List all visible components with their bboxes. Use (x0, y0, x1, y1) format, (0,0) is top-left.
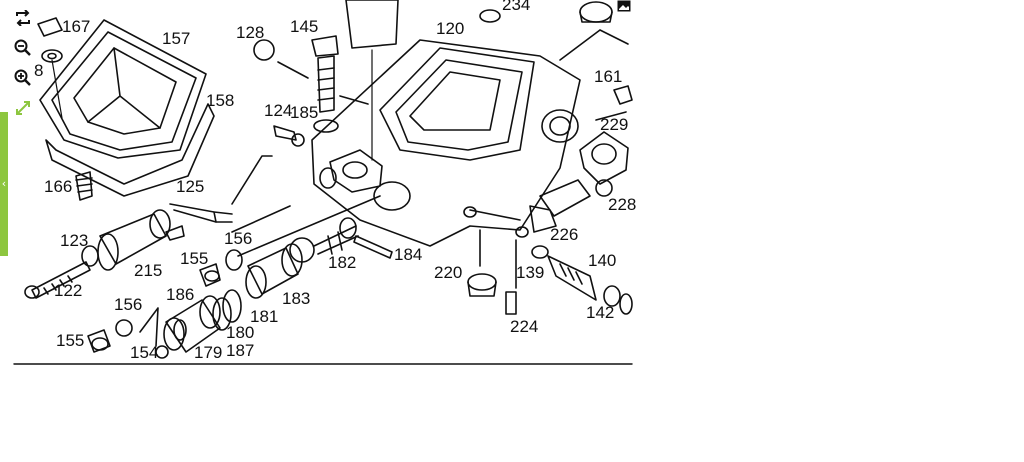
callout-label: 142 (586, 303, 614, 322)
callout-label: 167 (62, 17, 90, 36)
lower-piston-part (87, 289, 242, 359)
callout-label: 161 (594, 67, 622, 86)
callout-label: 128 (236, 23, 264, 42)
callout-label: 155 (180, 249, 208, 268)
callout-label: 185 (290, 103, 318, 122)
callout-label: 224 (510, 317, 538, 336)
cylinder-part (24, 209, 185, 299)
callout-label: 158 (206, 91, 234, 110)
callout-label: 125 (176, 177, 204, 196)
plug-part (273, 125, 305, 147)
callout-label: 157 (162, 29, 190, 48)
zoom-in-icon (14, 69, 31, 86)
callout-label: 187 (226, 341, 254, 360)
chevron-left-icon: ‹ (1, 176, 7, 190)
housing-part (311, 39, 581, 247)
callout-label: 120 (436, 19, 464, 38)
callout-label: 184 (394, 245, 422, 264)
callout-label: 156 (114, 295, 142, 314)
callout-label: 156 (224, 229, 252, 248)
right-parts (467, 1, 633, 315)
rotate-button[interactable] (10, 6, 36, 30)
zoom-in-button[interactable] (10, 66, 36, 90)
callout-label: 8 (34, 61, 43, 80)
callout-label: 140 (588, 251, 616, 270)
callout-labels: 167 157 8 158 166 125 123 215 122 128 14… (34, 0, 636, 362)
image-icon (617, 0, 631, 12)
oil-pan-part (39, 19, 215, 197)
expand-icon (16, 101, 30, 115)
valve-part (253, 0, 399, 161)
callout-label: 228 (608, 195, 636, 214)
zoom-out-button[interactable] (10, 36, 36, 60)
callout-label: 234 (502, 0, 530, 14)
callout-label: 166 (44, 177, 72, 196)
callout-label: 180 (226, 323, 254, 342)
callout-label: 154 (130, 343, 158, 362)
callout-label: 139 (516, 263, 544, 282)
callout-label: 155 (56, 331, 84, 350)
callout-label: 182 (328, 253, 356, 272)
collapse-side-tab[interactable]: ‹ (0, 112, 8, 256)
callout-label: 220 (434, 263, 462, 282)
rod-part (169, 155, 273, 223)
callout-label: 186 (166, 285, 194, 304)
callout-label: 124 (264, 101, 292, 120)
callout-label: 145 (290, 17, 318, 36)
bolt-part (37, 17, 93, 201)
callout-label: 122 (54, 281, 82, 300)
callout-label: 181 (250, 307, 278, 326)
piston-part (199, 195, 393, 299)
callout-label: 226 (550, 225, 578, 244)
callout-label: 229 (600, 115, 628, 134)
callout-label: 179 (194, 343, 222, 362)
callout-label: 123 (60, 231, 88, 250)
callout-label: 183 (282, 289, 310, 308)
rotate-icon (16, 10, 30, 26)
zoom-out-icon (14, 39, 31, 56)
callout-label: 215 (134, 261, 162, 280)
fit-screen-button[interactable] (10, 96, 36, 120)
